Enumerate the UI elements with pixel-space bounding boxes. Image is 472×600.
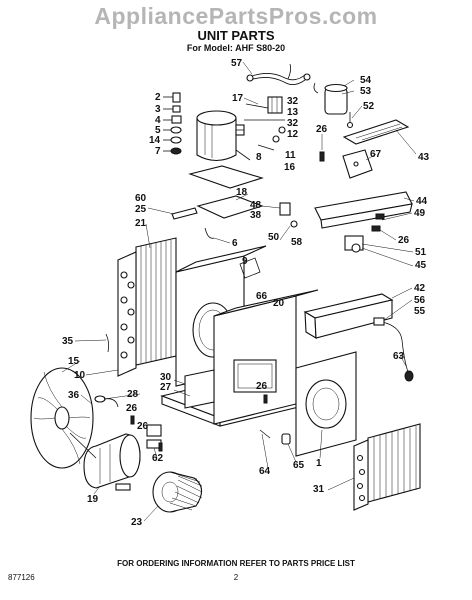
- ordering-instruction: FOR ORDERING INFORMATION REFER TO PARTS …: [117, 559, 355, 568]
- callout-55: 55: [414, 306, 426, 317]
- callout-60: 60: [135, 193, 147, 204]
- fan-blade-drawing: [30, 367, 94, 469]
- callout-36: 36: [68, 390, 80, 401]
- screw-clip-drawing: [319, 149, 373, 179]
- callout-25: 25: [135, 204, 147, 215]
- leader-lines: [61, 61, 417, 522]
- diagram-title: UNIT PARTS: [197, 28, 274, 43]
- callout-6: 6: [232, 238, 238, 249]
- small-parts-drawing: [105, 333, 291, 445]
- callout-7: 7: [155, 146, 161, 157]
- bracket-drawing: [342, 119, 410, 145]
- callout-45: 45: [415, 260, 427, 271]
- callout-labels: 57 2 3 4 5 14 7 17 32 13 32 12 8 11 16 5…: [62, 58, 430, 528]
- callout-23: 23: [131, 517, 143, 528]
- callout-54: 54: [360, 75, 372, 86]
- callout-16: 16: [284, 162, 296, 173]
- callout-28: 28: [127, 389, 139, 400]
- callout-15: 15: [68, 356, 80, 367]
- callout-26-d: 26: [126, 403, 138, 414]
- sensor-drawing: [373, 317, 414, 382]
- callout-65: 65: [293, 460, 305, 471]
- callout-18: 18: [236, 187, 248, 198]
- blower-wheel-drawing: [152, 471, 203, 513]
- control-box-drawing: [314, 191, 413, 253]
- callout-27: 27: [160, 382, 172, 393]
- callout-57: 57: [231, 58, 243, 69]
- callout-42: 42: [414, 283, 426, 294]
- callout-43: 43: [418, 152, 430, 163]
- callout-64: 64: [259, 466, 271, 477]
- callout-32-b: 32: [287, 118, 299, 129]
- fan-motor-drawing: [69, 432, 141, 491]
- callout-13: 13: [287, 107, 299, 118]
- callout-14: 14: [149, 135, 161, 146]
- callout-12: 12: [287, 129, 299, 140]
- capacitor-drawing: [313, 82, 354, 129]
- callout-26-e: 26: [137, 421, 149, 432]
- callout-26-a: 26: [316, 124, 328, 135]
- callout-58: 58: [291, 237, 303, 248]
- callout-2: 2: [155, 92, 161, 103]
- callout-8: 8: [256, 152, 262, 163]
- callout-31: 31: [313, 484, 325, 495]
- callout-5: 5: [155, 125, 161, 136]
- callout-67: 67: [370, 149, 382, 160]
- callout-10: 10: [74, 370, 86, 381]
- callout-3: 3: [155, 104, 161, 115]
- model-line: For Model: AHF S80-20: [187, 43, 285, 53]
- wiring-harness-drawing: [246, 63, 311, 85]
- watermark: AppliancePartsPros.com: [94, 3, 377, 29]
- callout-30: 30: [160, 372, 172, 383]
- callout-26-c: 26: [256, 381, 268, 392]
- evaporator-coil-drawing: [117, 237, 177, 377]
- callout-48: 48: [250, 200, 262, 211]
- page-number: 2: [234, 573, 239, 582]
- callout-51: 51: [415, 247, 427, 258]
- callout-56: 56: [414, 295, 426, 306]
- callout-49: 49: [414, 208, 426, 219]
- callout-53: 53: [360, 86, 372, 97]
- callout-26-b: 26: [398, 235, 410, 246]
- callout-21: 21: [135, 218, 147, 229]
- hardware-stack-drawing: [163, 92, 182, 155]
- callout-4: 4: [155, 115, 161, 126]
- callout-52: 52: [363, 101, 375, 112]
- callout-9: 9: [242, 256, 248, 267]
- callout-11: 11: [285, 150, 296, 161]
- callout-50: 50: [268, 232, 280, 243]
- callout-19: 19: [87, 494, 99, 505]
- callout-44: 44: [416, 196, 428, 207]
- callout-66: 66: [256, 291, 268, 302]
- callout-32-a: 32: [287, 96, 299, 107]
- callout-63: 63: [393, 351, 405, 362]
- compressor-drawing: [188, 110, 264, 189]
- fittings-drawing: [244, 96, 286, 151]
- callout-35: 35: [62, 336, 74, 347]
- callout-17: 17: [232, 93, 244, 104]
- callout-20: 20: [273, 298, 285, 309]
- callout-62: 62: [152, 453, 164, 464]
- fan-shroud-drawing: [295, 351, 357, 457]
- switch-plate-drawing: [196, 195, 298, 228]
- drain-tray-drawing: [303, 293, 394, 340]
- condenser-coil-drawing: [353, 423, 421, 511]
- document-code: 877126: [8, 573, 35, 582]
- callout-1: 1: [316, 458, 322, 469]
- callout-38: 38: [250, 210, 262, 221]
